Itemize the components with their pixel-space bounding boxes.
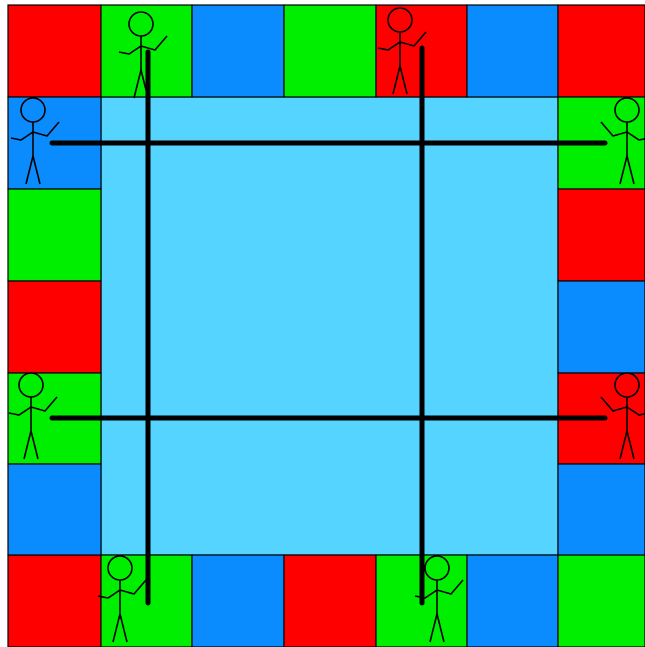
board-square-left[interactable] [8, 189, 101, 281]
center-field [101, 97, 558, 555]
board-square-top[interactable] [467, 5, 558, 97]
board-square-top[interactable] [192, 5, 284, 97]
board-square-bottom[interactable] [8, 555, 101, 647]
board-square-right[interactable] [558, 464, 645, 555]
board-square-top[interactable] [8, 5, 101, 97]
board-square-bottom[interactable] [558, 555, 645, 647]
board-square-bottom[interactable] [467, 555, 558, 647]
board-square-top[interactable] [284, 5, 376, 97]
board-square-bottom[interactable] [284, 555, 376, 647]
board-square-top[interactable] [558, 5, 645, 97]
board-square-bottom[interactable] [192, 555, 284, 647]
board-square-right[interactable] [558, 189, 645, 281]
board-square-left[interactable] [8, 281, 101, 373]
board-square-right[interactable] [558, 281, 645, 373]
board-square-left[interactable] [8, 464, 101, 555]
